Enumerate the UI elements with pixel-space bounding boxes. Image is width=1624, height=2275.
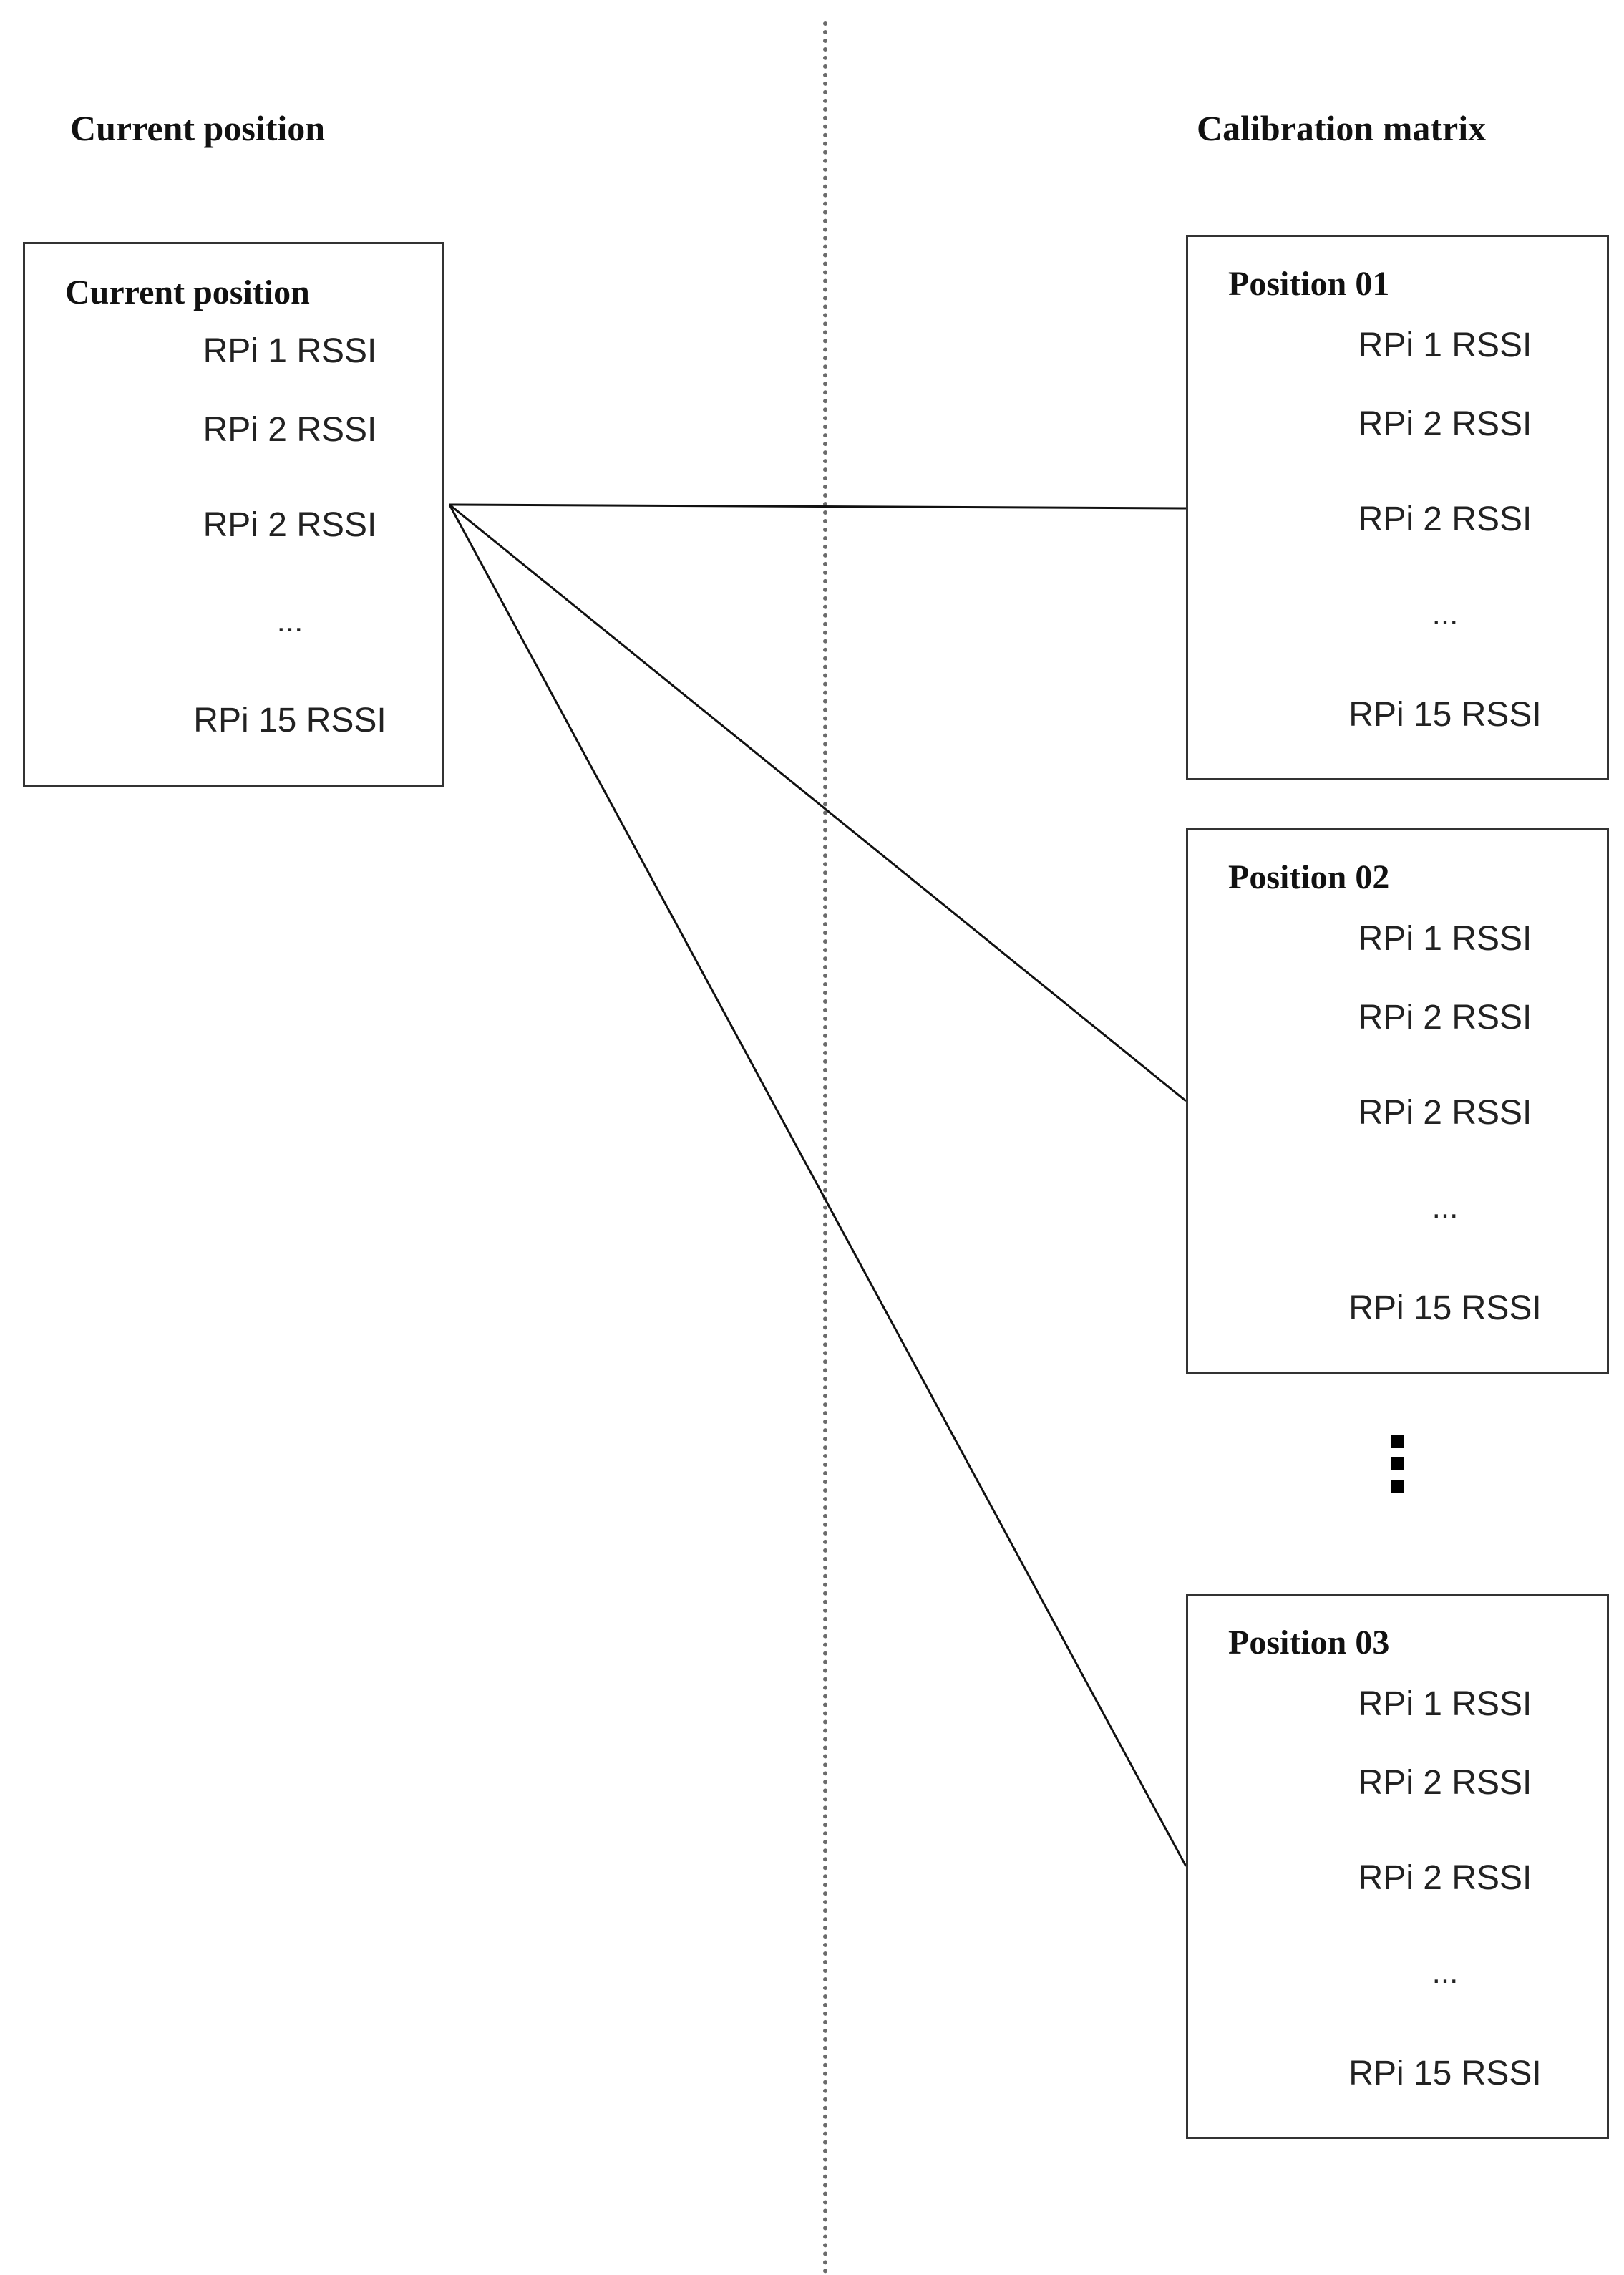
current-position-heading: Current position bbox=[70, 108, 326, 148]
box-title: Position 02 bbox=[1228, 858, 1390, 896]
rssi-row: RPi 1 RSSI bbox=[1358, 1685, 1532, 1723]
position-03-box: Position 03 RPi 1 RSSI RPi 2 RSSI RPi 2 … bbox=[1186, 1594, 1609, 2139]
rssi-row: RPi 2 RSSI bbox=[203, 411, 377, 449]
calibration-matrix-heading: Calibration matrix bbox=[1197, 108, 1487, 148]
ellipsis-row: ... bbox=[1431, 596, 1459, 631]
box-title: Position 03 bbox=[1228, 1624, 1390, 1662]
rssi-row: RPi 1 RSSI bbox=[203, 332, 377, 370]
current-position-box: Current position RPi 1 RSSI RPi 2 RSSI R… bbox=[23, 242, 444, 787]
rssi-row: RPi 2 RSSI bbox=[1358, 999, 1532, 1037]
rssi-row: RPi 15 RSSI bbox=[1348, 1289, 1542, 1327]
dotted-divider-line bbox=[823, 21, 827, 2275]
rssi-row: RPi 15 RSSI bbox=[193, 702, 386, 739]
position-02-box: Position 02 RPi 1 RSSI RPi 2 RSSI RPi 2 … bbox=[1186, 828, 1609, 1374]
position-01-box: Position 01 RPi 1 RSSI RPi 2 RSSI RPi 2 … bbox=[1186, 235, 1609, 780]
rssi-row: RPi 2 RSSI bbox=[1358, 1859, 1532, 1897]
link-to-position-01 bbox=[449, 503, 1187, 510]
link-to-position-02 bbox=[449, 503, 1187, 1102]
rssi-row: RPi 2 RSSI bbox=[1358, 405, 1532, 443]
rssi-row: RPi 15 RSSI bbox=[1348, 696, 1542, 734]
ellipsis-row: ... bbox=[1431, 1190, 1459, 1225]
link-to-position-03 bbox=[448, 504, 1187, 1867]
box-title: Position 01 bbox=[1228, 265, 1390, 303]
ellipsis-row: ... bbox=[276, 603, 303, 639]
box-title: Current position bbox=[65, 273, 310, 311]
rssi-row: RPi 15 RSSI bbox=[1348, 2055, 1542, 2092]
rssi-row: RPi 2 RSSI bbox=[1358, 500, 1532, 538]
vertical-ellipsis-icon bbox=[1391, 1435, 1404, 1493]
rssi-row: RPi 2 RSSI bbox=[1358, 1094, 1532, 1132]
rssi-row: RPi 1 RSSI bbox=[1358, 920, 1532, 958]
ellipsis-row: ... bbox=[1431, 1955, 1459, 1990]
rssi-row: RPi 1 RSSI bbox=[1358, 326, 1532, 364]
rssi-row: RPi 2 RSSI bbox=[1358, 1764, 1532, 1802]
rssi-row: RPi 2 RSSI bbox=[203, 506, 377, 544]
